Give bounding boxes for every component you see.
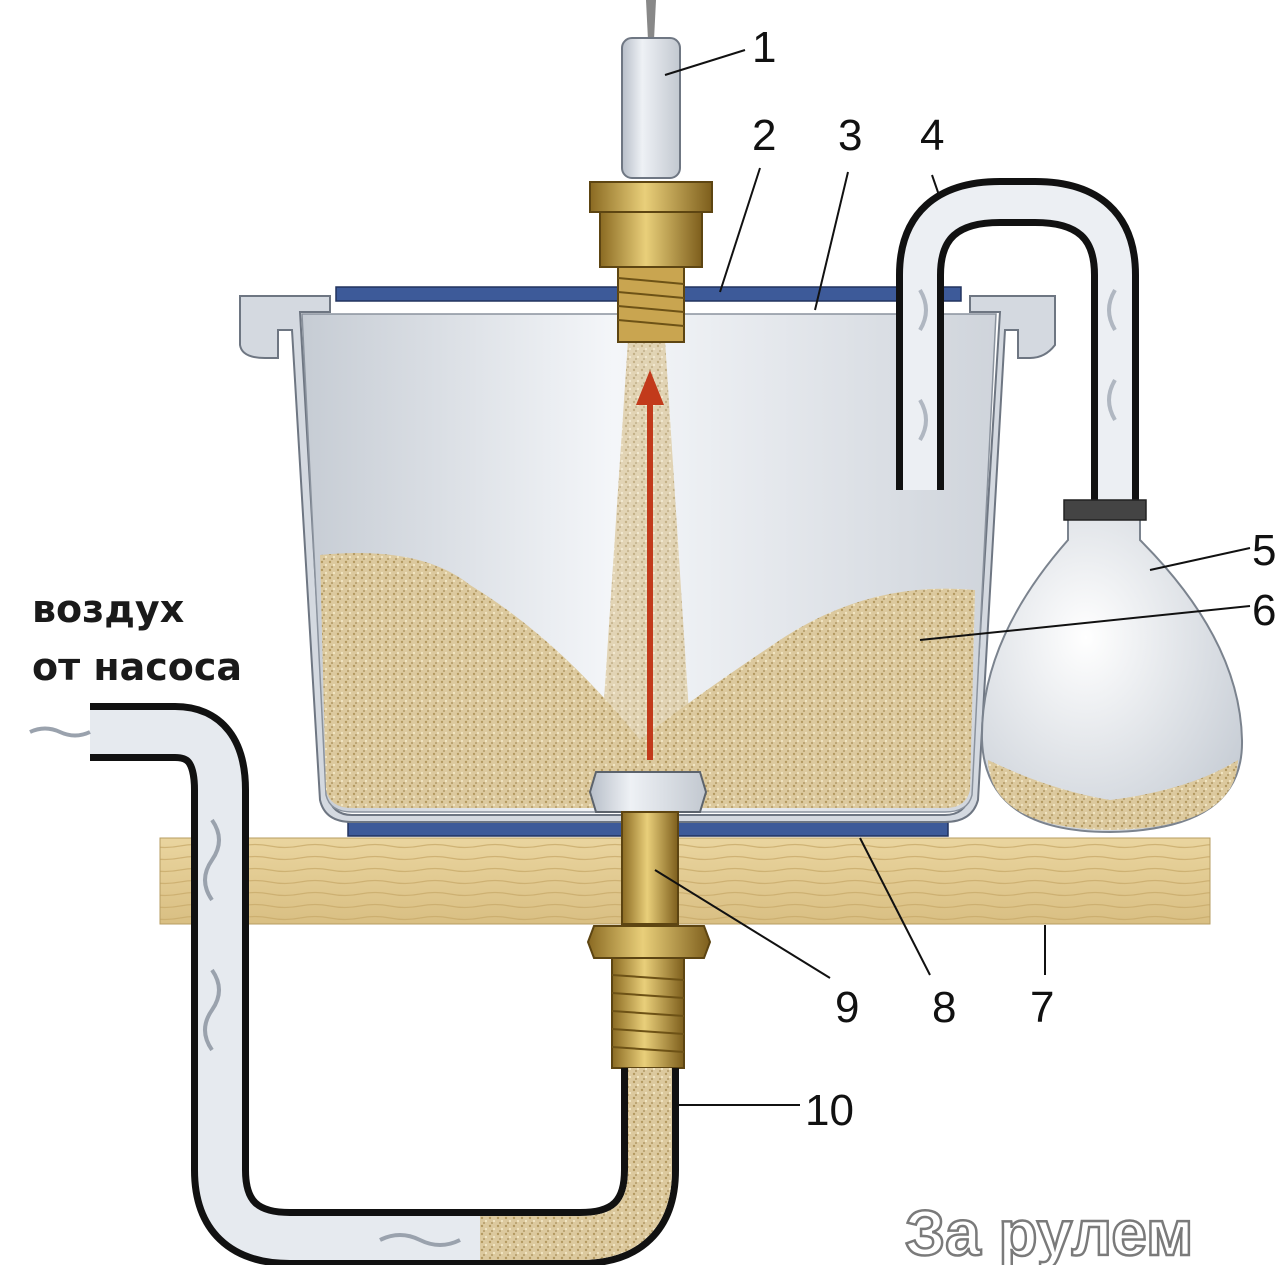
callout-5: 5 xyxy=(1252,526,1276,575)
callout-2: 2 xyxy=(752,111,776,160)
return-tube xyxy=(896,178,1139,560)
sand-stream xyxy=(600,340,692,760)
air-label-line2: от насоса xyxy=(32,645,242,689)
callout-8: 8 xyxy=(932,983,956,1032)
spark-plug xyxy=(589,0,713,343)
callouts: 1 2 3 4 5 6 7 8 9 10 xyxy=(752,23,1276,1135)
air-hose xyxy=(29,703,679,1265)
airflow-arrows xyxy=(29,726,461,1247)
abrasive-sand xyxy=(320,553,975,808)
nozzle-fitting xyxy=(586,771,712,1069)
air-label-line1: воздух xyxy=(32,587,184,631)
callout-3: 3 xyxy=(838,111,862,160)
watermark-logo: За рулем xyxy=(905,1197,1193,1265)
callout-9: 9 xyxy=(835,983,859,1032)
callout-1: 1 xyxy=(752,23,776,72)
spray-arrow xyxy=(636,370,664,760)
callout-7: 7 xyxy=(1030,983,1054,1032)
wooden-table xyxy=(159,837,1211,925)
collection-flask xyxy=(980,499,1244,834)
callout-4: 4 xyxy=(920,111,944,160)
callout-10: 10 xyxy=(805,1086,854,1135)
leader-lines xyxy=(654,49,1251,1106)
callout-6: 6 xyxy=(1252,586,1276,635)
